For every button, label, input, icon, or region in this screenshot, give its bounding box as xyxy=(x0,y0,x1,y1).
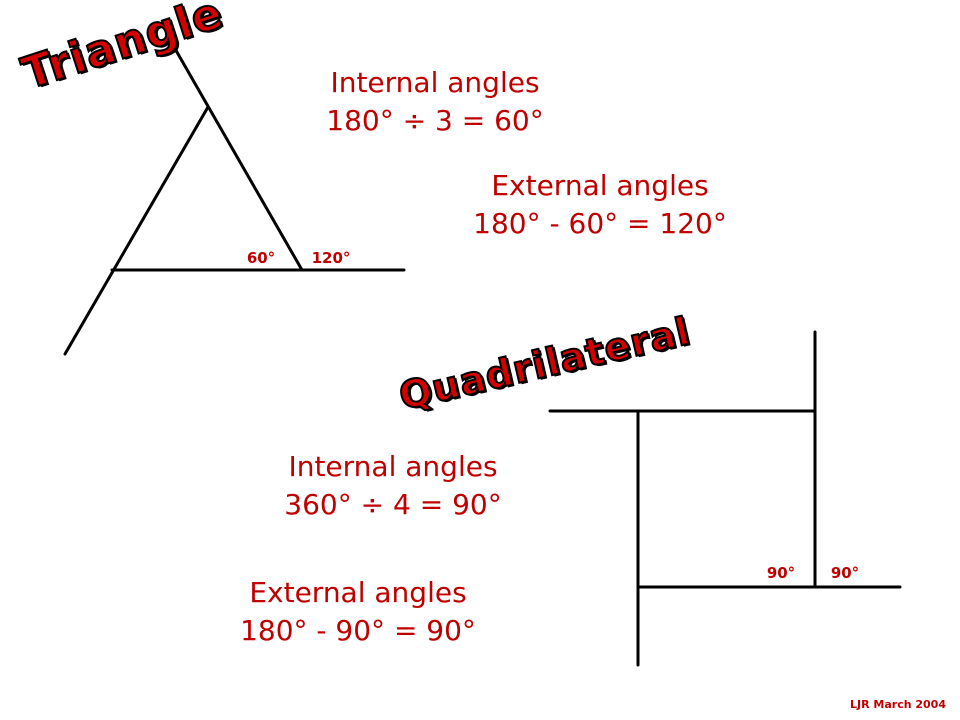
triangle-side-extended xyxy=(168,38,304,272)
author-credit: LJR March 2004 xyxy=(850,698,946,711)
quad-external-heading: External angles xyxy=(249,576,467,609)
triangle-external-angle-label: 120° xyxy=(311,249,351,267)
quad-external-angle-label: 90° xyxy=(830,564,860,582)
quad-internal-heading: Internal angles xyxy=(288,450,498,483)
quad-internal-formula: 360° ÷ 4 = 90° xyxy=(284,488,502,521)
quad-external-formula: 180° - 90° = 90° xyxy=(240,614,476,647)
triangle-internal-angle-label: 60° xyxy=(246,249,276,267)
triangle-external-heading: External angles xyxy=(491,169,709,202)
triangle-external-formula: 180° - 60° = 120° xyxy=(473,207,727,240)
triangle-internal-heading: Internal angles xyxy=(330,66,540,99)
triangle-side-left-extended xyxy=(63,105,210,356)
triangle-internal-formula: 180° ÷ 3 = 60° xyxy=(326,104,544,137)
quad-internal-angle-label: 90° xyxy=(766,564,796,582)
